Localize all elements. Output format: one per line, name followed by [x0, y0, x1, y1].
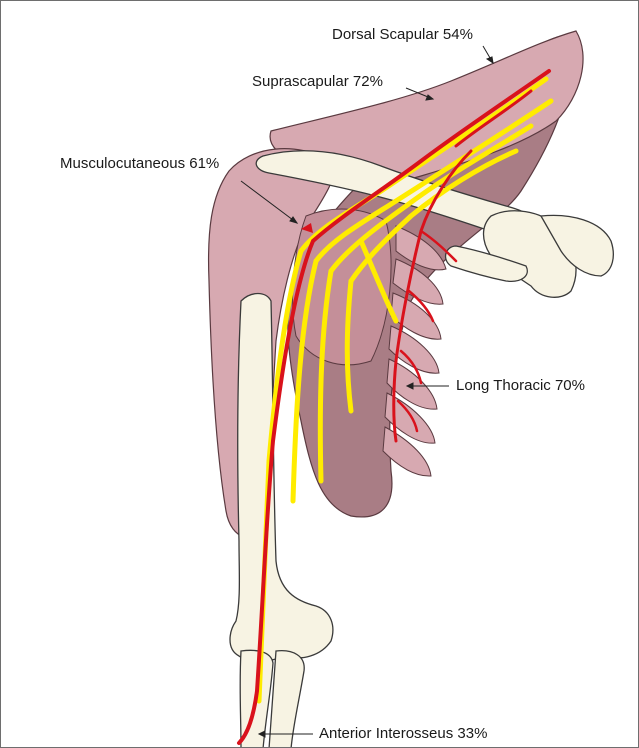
- label-dorsal-scapular: Dorsal Scapular 54%: [332, 27, 473, 42]
- ulna-bone: [269, 651, 304, 748]
- label-suprascapular: Suprascapular 72%: [252, 74, 383, 89]
- label-long-thoracic: Long Thoracic 70%: [456, 378, 585, 393]
- axilla-region: [293, 209, 391, 365]
- label-musculocutaneous: Musculocutaneous 61%: [60, 156, 219, 171]
- label-anterior-interosseus: Anterior Interosseus 33%: [319, 726, 487, 741]
